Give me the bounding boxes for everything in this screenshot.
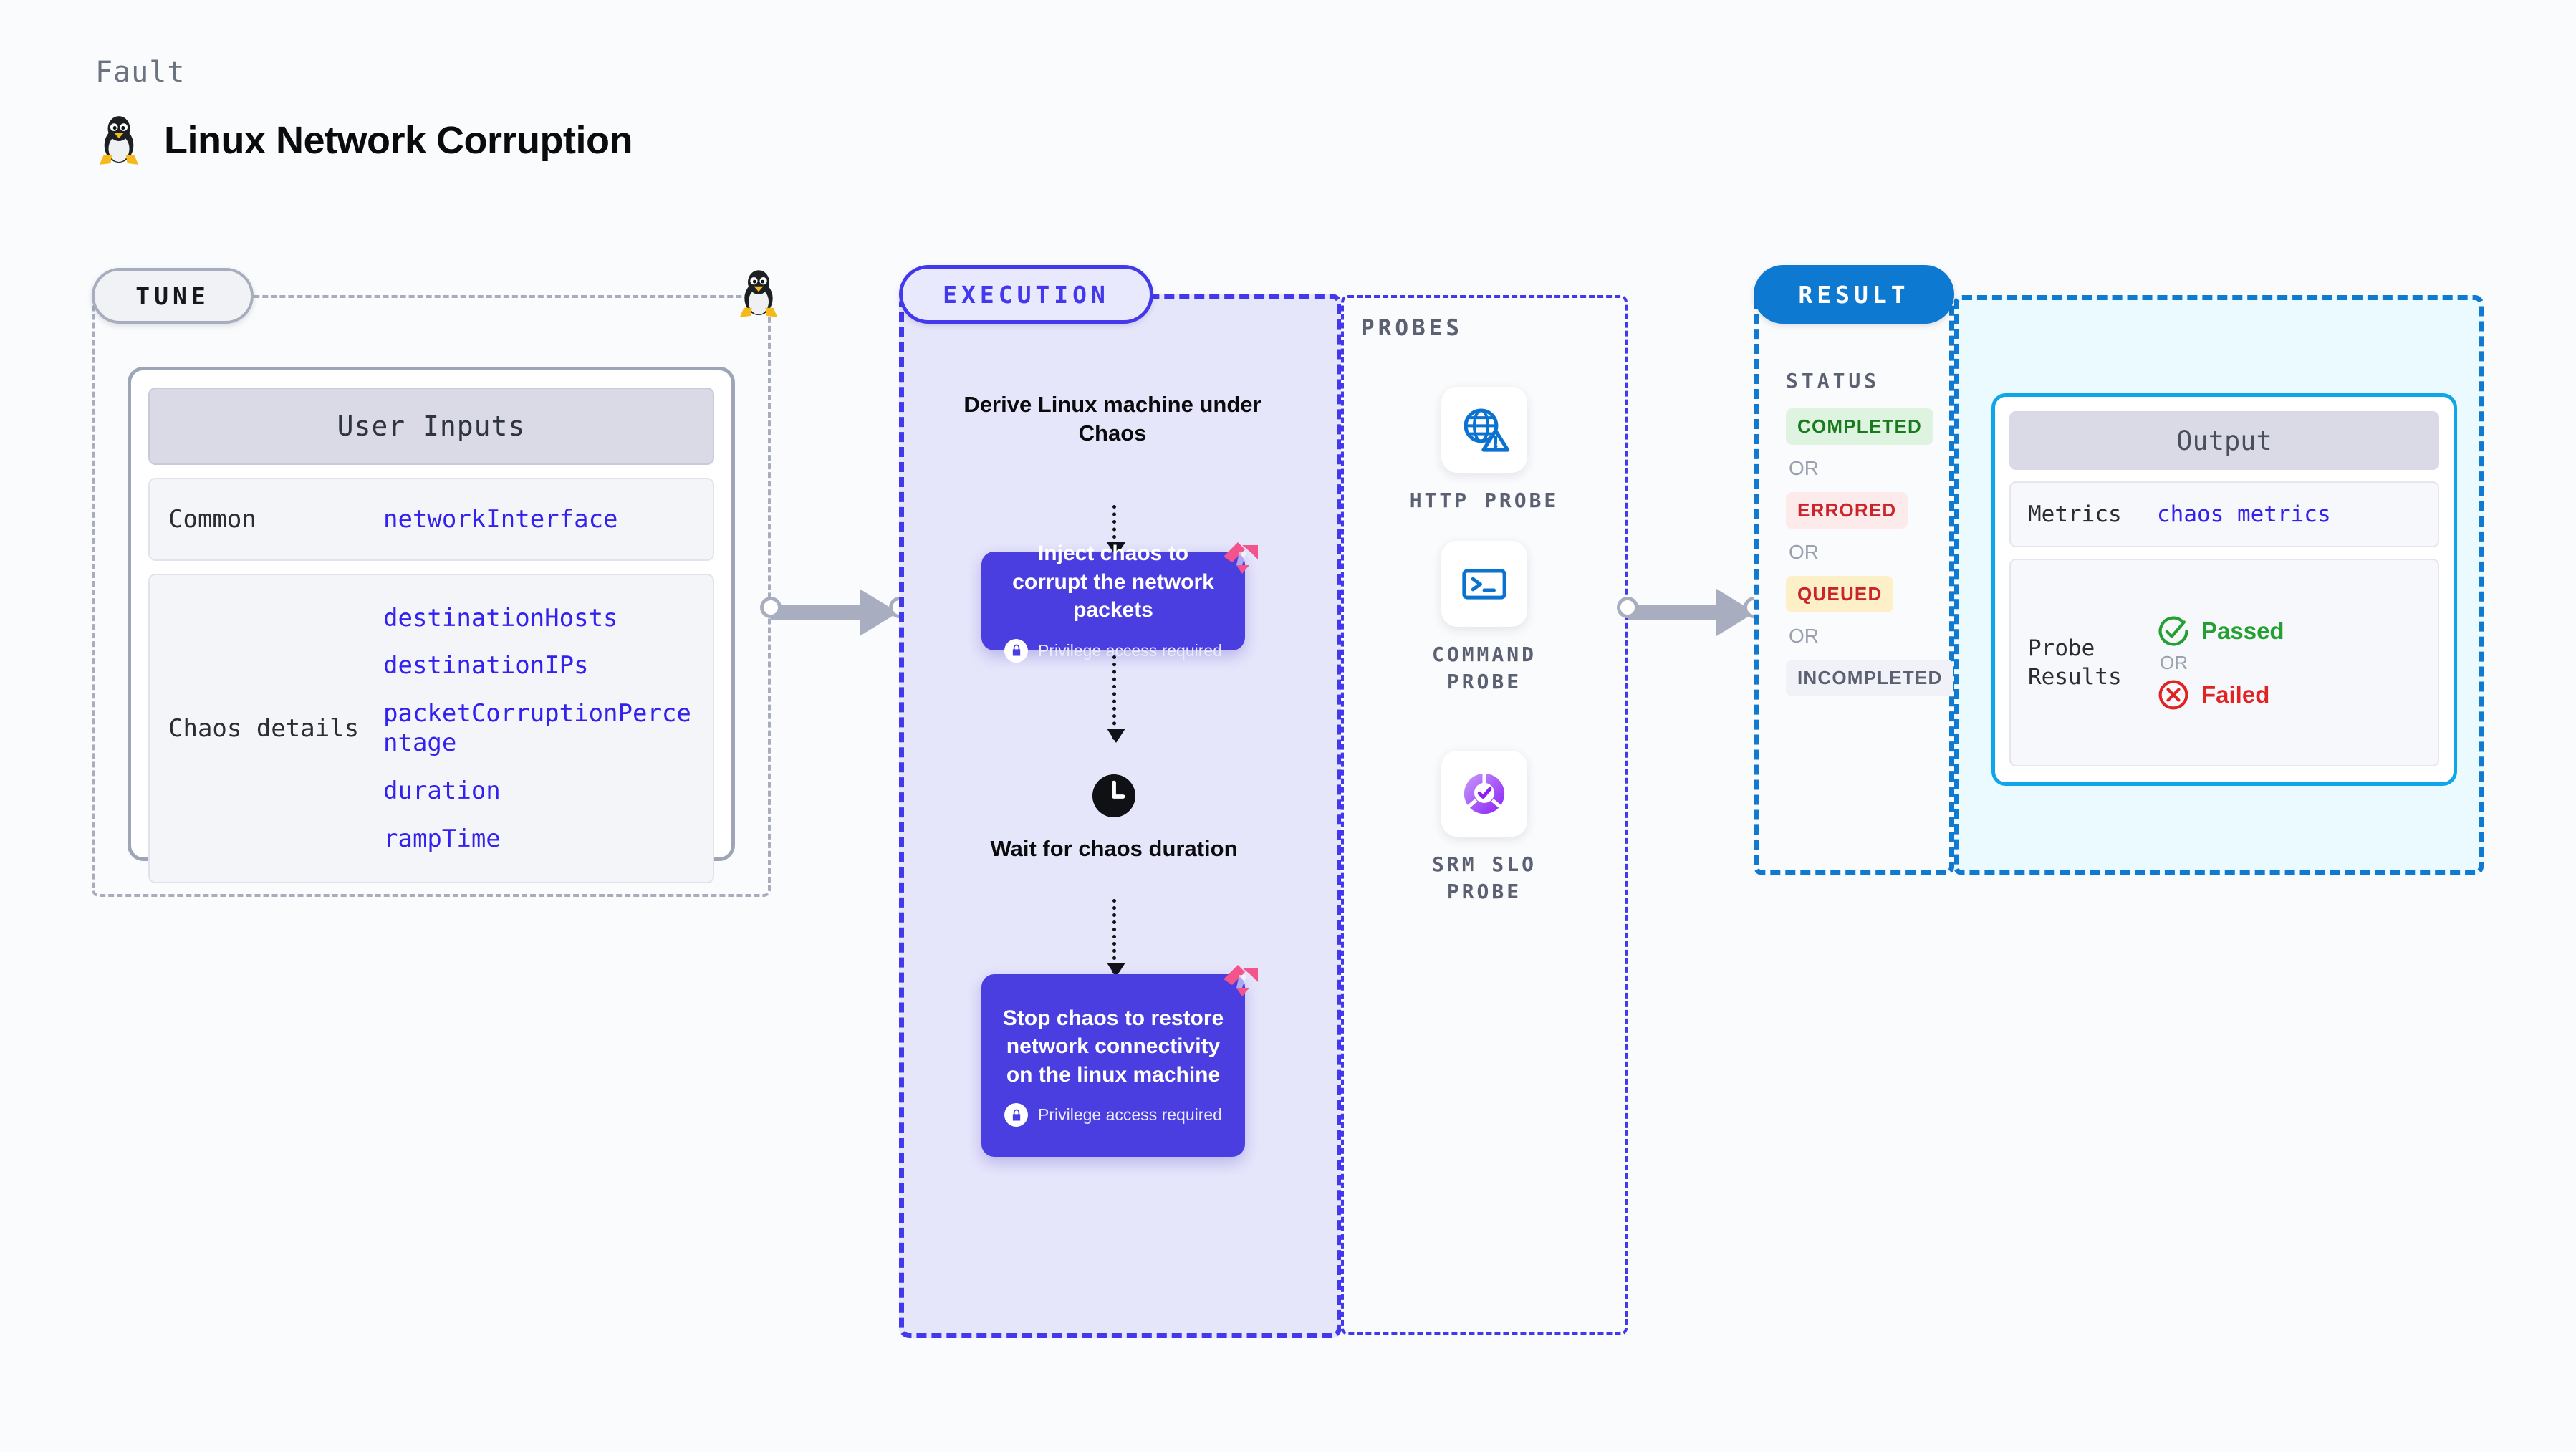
status-badge-queued: QUEUED (1786, 576, 1894, 612)
connector-dot-probes-out (1617, 597, 1638, 618)
input-section-values: networkInterface (383, 505, 618, 534)
flow-connector-3 (1107, 899, 1125, 977)
output-title: Output (2009, 411, 2439, 470)
linux-penguin-icon (99, 116, 139, 165)
result-pill[interactable]: RESULT (1754, 265, 1954, 324)
status-badge-completed: COMPLETED (1786, 408, 1934, 445)
x-circle-icon (2158, 680, 2188, 709)
failed-label: Failed (2201, 681, 2270, 708)
probe-label: HTTP PROBE (1409, 489, 1559, 512)
probes-title: PROBES (1361, 315, 1463, 341)
slo-gauge-check-icon (1464, 771, 1505, 814)
input-value: destinationHosts (383, 603, 618, 633)
harness-logo-icon (1224, 965, 1258, 996)
tune-pill[interactable]: TUNE (92, 268, 254, 324)
input-section-chaos-details: Chaos details destinationHosts destinati… (148, 574, 714, 883)
probe-srm-slo[interactable]: SRM SLO PROBE (1395, 751, 1574, 905)
privilege-note-text: Privilege access required (1038, 1105, 1222, 1125)
privilege-note-text: Privilege access required (1038, 640, 1222, 660)
output-card: Output Metrics chaos metrics Probe Resul… (1991, 393, 2457, 786)
status-or: OR (1789, 541, 1819, 563)
input-value: networkInterface (383, 504, 618, 534)
step-title: Stop chaos to restore network connectivi… (1002, 1006, 1224, 1087)
execution-step-inject-chaos[interactable]: Inject chaos to corrupt the network pack… (981, 542, 1245, 663)
linux-penguin-corner-icon (739, 270, 778, 317)
execution-step-derive-label: Derive Linux machine under Chaos (963, 392, 1261, 446)
passed-label: Passed (2201, 617, 2284, 644)
user-inputs-card: User Inputs Common networkInterface Chao… (128, 367, 735, 883)
user-inputs-title: User Inputs (148, 388, 714, 465)
output-section-metrics: Metrics chaos metrics (2009, 481, 2439, 547)
step-title: Inject chaos to corrupt the network pack… (1012, 542, 1214, 622)
execution-pill[interactable]: EXECUTION (899, 265, 1153, 324)
output-section-probe-results: Probe Results Passed OR Failed (2009, 559, 2439, 766)
probe-results-values: Passed OR Failed (2157, 615, 2284, 711)
probe-result-failed: Failed (2157, 678, 2284, 711)
lock-icon (1004, 1103, 1029, 1128)
input-value: packetCorruptionPercentage (383, 699, 691, 757)
status-list: COMPLETED OR ERRORED OR QUEUED OR INCOMP… (1786, 408, 1954, 696)
input-section-label: Common (168, 504, 256, 534)
probe-label: SRM SLO PROBE (1431, 852, 1537, 903)
page-title: Linux Network Corruption (164, 119, 633, 162)
probe-http[interactable]: HTTP PROBE (1395, 387, 1574, 514)
status-title: STATUS (1786, 369, 1880, 393)
status-or: OR (1789, 457, 1819, 479)
execution-step-wait-label: Wait for chaos duration (990, 836, 1238, 861)
input-value: duration (383, 776, 501, 805)
terminal-icon (1462, 569, 1506, 600)
globe-warning-icon (1464, 408, 1510, 452)
arrow-tune-to-execution (771, 589, 900, 636)
input-value: rampTime (383, 824, 501, 853)
probe-tile (1441, 751, 1527, 837)
probe-result-or: OR (2160, 651, 2188, 673)
clock-icon (1092, 774, 1136, 818)
privilege-note: Privilege access required (1004, 638, 1222, 663)
fault-kicker: Fault (95, 56, 186, 89)
execution-step-stop-chaos[interactable]: Stop chaos to restore network connectivi… (981, 974, 1245, 1157)
probe-result-passed: Passed (2157, 615, 2284, 648)
input-section-label: Chaos details (168, 713, 360, 743)
page-title-row: Linux Network Corruption (97, 115, 633, 166)
output-metrics-label: Metrics (2028, 501, 2122, 527)
input-section-common: Common networkInterface (148, 478, 714, 561)
status-or: OR (1789, 625, 1819, 647)
input-value: destinationIPs (383, 651, 589, 681)
status-badge-incompleted: INCOMPLETED (1786, 660, 1954, 696)
input-section-values: destinationHosts destinationIPs packetCo… (383, 604, 694, 854)
probe-tile (1441, 387, 1527, 473)
probe-command[interactable]: COMMAND PROBE (1395, 541, 1574, 696)
flow-connector-2 (1107, 655, 1125, 743)
probe-label: COMMAND PROBE (1431, 643, 1537, 693)
check-circle-icon (2158, 616, 2188, 646)
output-metrics-value: chaos metrics (2157, 501, 2331, 527)
harness-logo-icon (1224, 542, 1258, 574)
probe-tile (1441, 541, 1527, 627)
lock-icon (1004, 638, 1029, 663)
connector-dot-tune (760, 597, 782, 618)
output-probe-results-label: Probe Results (2028, 635, 2122, 690)
privilege-note: Privilege access required (1004, 1103, 1222, 1128)
arrow-probes-to-result (1628, 589, 1756, 636)
status-badge-errored: ERRORED (1786, 492, 1908, 529)
